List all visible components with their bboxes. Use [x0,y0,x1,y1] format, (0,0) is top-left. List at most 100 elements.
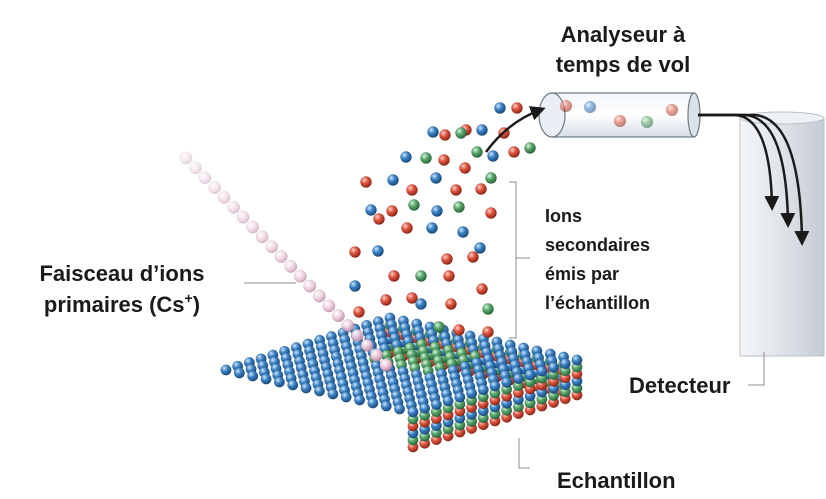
secondary-ion [401,222,413,234]
sample-atom [442,395,454,407]
secondary-ion [439,129,451,141]
sample-atom [380,400,392,412]
secondary-ion [459,162,471,174]
sample-atom [501,376,513,388]
secondary-ion [420,152,432,164]
primary-beam-label: Faisceau d’ions primaires (Cs+) [39,261,204,317]
secondary-ion [508,146,520,158]
primary-ion [189,161,202,175]
sample-atom [327,388,339,400]
sample-atom [536,365,548,377]
primary-ion [179,151,193,165]
primary-label-line2-a: primaires (Cs [44,292,185,317]
secondary-ion [380,294,392,306]
secondary-ion [476,124,488,136]
secondary-ion [386,205,398,217]
primary-ion [322,299,336,313]
sample-atom [454,391,466,403]
secondary-ion [406,184,418,196]
sample-atom [559,358,571,370]
analyzer-label-line2: temps de vol [556,52,690,77]
sample-leader [518,438,530,469]
tof-ion [640,115,654,129]
secondary-ion [450,184,462,196]
primary-ion [370,348,383,362]
primary-ion [379,358,393,372]
secondary-ions-cloud [349,102,536,338]
sample-atom [220,364,232,376]
sample-label: Echantillon [557,468,676,493]
secondary-ion [474,242,486,254]
secondary-ion [475,183,487,195]
primary-ion [360,338,374,352]
sample-atom [512,373,524,385]
primary-ion [312,289,326,303]
secondary-ion [387,174,399,186]
secondary-bracket [509,181,530,339]
analyzer-label-line1: Analyseur à [561,22,686,47]
primary-ion [227,200,241,214]
secondary-ion [430,172,442,184]
sample-atom [233,367,245,379]
sample-atom [548,361,560,373]
secondary-ion [388,270,400,282]
detector-body [739,117,825,357]
secondary-ion [373,213,385,225]
primary-label-line1: Faisceau d’ions [39,261,204,286]
detector-arrow-3 [698,113,810,246]
secondary-ion [427,126,439,138]
detector-leader [748,352,765,386]
secondary-ion [408,199,420,211]
primary-label-line2: primaires (Cs+) [44,290,200,317]
secondary-ion [476,283,488,295]
sample-atom [354,394,366,406]
primary-label-sup: + [185,290,193,306]
tof-tube-entrance [538,92,566,138]
secondary-ion [453,201,465,213]
secondary-ion [457,226,469,238]
sample-atom [466,387,478,399]
sample-atom [273,376,285,388]
primary-label-line2-b: ) [193,292,200,317]
secondary-label-line2: secondaires [545,235,650,255]
secondary-label-line4: l’échantillon [545,293,650,313]
primary-ion [331,309,345,323]
secondary-ion [494,102,506,114]
secondary-ion [433,321,445,333]
leader-lines [244,181,765,469]
secondary-ion [431,205,443,217]
secondary-ion [467,251,479,263]
primary-ion [265,240,279,254]
secondary-ion [372,245,384,257]
secondary-ion [406,292,418,304]
secondary-ion [438,154,450,166]
sample-atom [394,403,406,415]
tof-ion [613,114,627,128]
secondary-ion [400,151,412,163]
secondary-ion [511,102,523,114]
sample-atom [477,384,489,396]
secondary-ion [349,280,361,292]
primary-ion [341,319,355,332]
secondary-ion [445,298,457,310]
primary-ion [236,210,250,224]
secondary-ion [482,303,494,315]
secondary-ion [360,176,372,188]
sample-atom [419,402,431,414]
sample-atom [489,380,501,392]
primary-ion [255,230,269,244]
secondary-ion [443,270,455,282]
ion-entry-arrow [484,106,546,153]
secondary-ion [471,146,483,158]
secondary-ion [415,298,427,310]
sample-atom [524,369,536,381]
secondary-ion [349,246,361,258]
primary-ion [217,190,231,204]
primary-ion [198,171,212,185]
secondary-ion [524,142,536,154]
secondary-ion [426,222,438,234]
secondary-ion [453,324,465,336]
sample-atom [367,397,379,409]
secondary-ions-label: Ions secondaires émis par l’échantillon [545,206,650,313]
secondary-label-line3: émis par [545,264,619,284]
